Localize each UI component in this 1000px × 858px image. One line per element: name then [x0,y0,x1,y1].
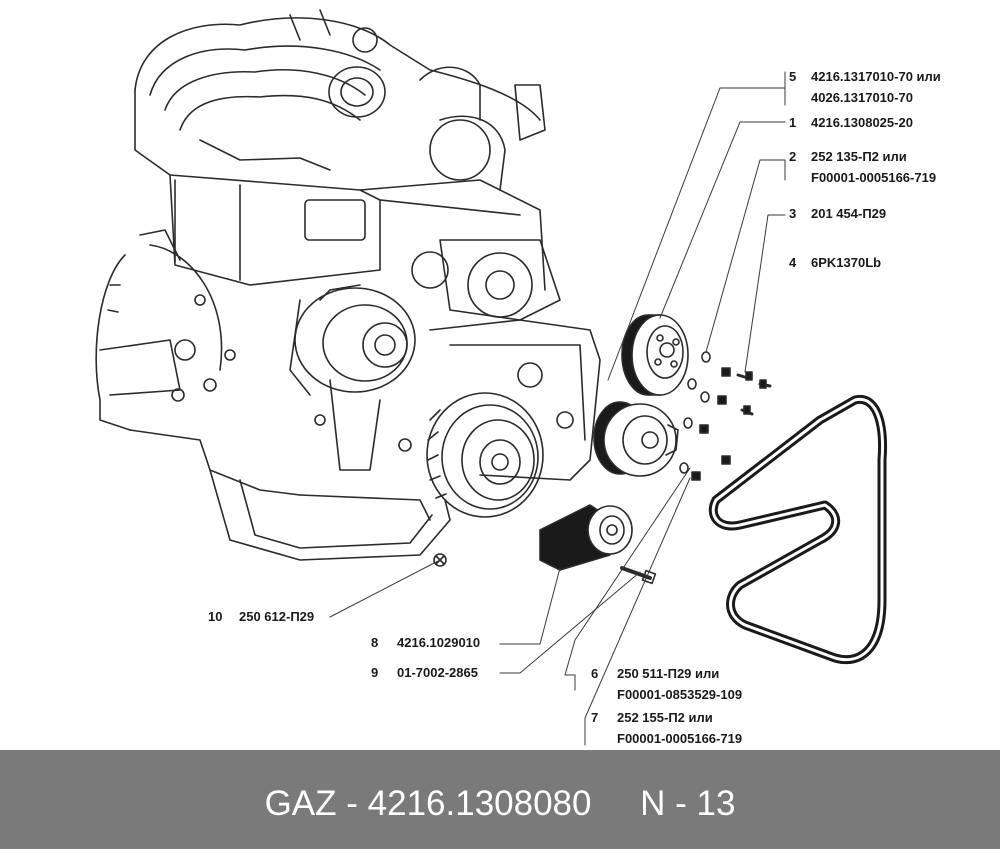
nut-icon [691,367,772,481]
callout-number: 10 [208,609,223,624]
callout-part-code: 01-7002-2865 [397,665,478,680]
callout-9: 9 01-7002-2865 [371,662,478,683]
callout-part-code: 250 612-П29 [239,609,315,624]
footer-caption: GAZ - 4216.1308080 N - 13 [264,784,736,823]
callout-number: 1 [789,115,797,130]
callout-number: 3 [789,206,797,221]
tensioner-icon [539,504,633,571]
callout-1: 1 4216.1308025-20 [789,112,913,133]
callout-5: 5 4216.1317010-70 или 4026.1317010-70 [789,66,941,108]
callout-number: 8 [371,635,379,650]
callout-part-code: 250 511-П29 или [617,666,720,681]
callout-part-code: 6PK1370Lb [811,255,882,270]
callout-8: 8 4216.1029010 [371,632,480,653]
callout-part-code-alt: 4026.1317010-70 [811,90,913,105]
callout-part-code: 4216.1029010 [397,635,481,650]
callout-3: 3 201 454-П29 [789,203,886,224]
bolt-icon [620,566,657,585]
callout-10: 10 250 612-П29 [208,606,314,627]
water-pump-icon [593,401,679,477]
callout-part-code: 201 454-П29 [811,206,887,221]
callout-4: 4 6PK1370Lb [789,252,881,273]
footer-brand: GAZ [264,784,337,823]
callout-part-code: 252 135-П2 или [811,149,907,164]
callout-number: 7 [591,710,599,725]
callout-part-code-alt: F00001-0005166-719 [617,731,743,746]
leader-lines [329,71,786,746]
callout-part-code: 4216.1317010-70 или [811,69,941,84]
engine-illustration [95,9,601,567]
callout-number: 2 [789,149,797,164]
exploded-view-diagram [95,9,888,746]
callout-number: 4 [789,255,797,270]
footer-bar: GAZ - 4216.1308080 N - 13 [0,750,1000,849]
footer-page-ref: N - 13 [640,784,736,823]
callout-number: 5 [789,69,797,84]
callout-number: 6 [591,666,599,681]
footer-part-number: 4216.1308080 [367,784,592,823]
pulley-icon [621,314,689,396]
callout-part-code: 4216.1308025-20 [811,115,913,130]
callout-part-code-alt: F00001-0005166-719 [811,170,937,185]
callout-part-code-alt: F00001-0853529-109 [617,687,743,702]
callout-6: 6 250 511-П29 или F00001-0853529-109 [591,663,742,705]
callout-2: 2 252 135-П2 или F00001-0005166-719 [789,146,936,188]
callout-7: 7 252 155-П2 или F00001-0005166-719 [591,707,742,749]
callout-part-code: 252 155-П2 или [617,710,713,725]
drive-belt-icon [708,394,888,665]
callout-number: 9 [371,665,379,680]
